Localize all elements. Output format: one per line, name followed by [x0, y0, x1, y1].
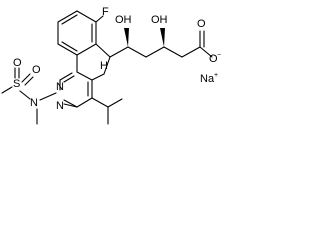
fluorine-atom: F	[102, 6, 109, 18]
bond-c2-to-carboxyl	[181, 46, 201, 58]
bond-sulfur-to-methyl	[1, 86, 13, 94]
hydroxyl-2: OH	[151, 14, 168, 26]
sodium-charge: +	[214, 72, 218, 79]
sulfonyl-oxygen-2: O	[32, 64, 41, 76]
bond-methylene-to-pyrimidine	[91, 73, 105, 81]
bond-ring-to-fluorine	[95, 15, 104, 23]
bond-c3-to-c2	[163, 46, 183, 58]
sulfonyl-oxygen-1: O	[13, 57, 22, 69]
bond-chiral-to-c5	[109, 46, 129, 58]
bond-isopropyl-methyl-1	[107, 98, 123, 108]
hydrogen-label: H	[100, 60, 108, 72]
carbonyl-oxygen: O	[197, 18, 206, 30]
molecule-structure-diagram: F H OH OH O O − Na + N N N S O	[1, 6, 221, 125]
ring-nitrogen-2: N	[56, 100, 64, 112]
hydroxyl-1: OH	[115, 14, 132, 26]
sodium-ion: Na	[200, 73, 215, 85]
double-bond-sulfonyl-2b	[24, 76, 34, 86]
bond-n2-to-c2	[63, 103, 78, 108]
bond-ring-to-amine	[39, 92, 57, 101]
bond-c5-to-c4	[127, 46, 147, 58]
sulfur-atom: S	[13, 78, 20, 90]
double-bond-sulfonyl-2a	[21, 73, 31, 83]
bond-c4-to-c3	[145, 46, 165, 58]
wedge-bond-hydroxyl-1	[124, 28, 129, 47]
bond-amine-to-sulfur	[19, 90, 31, 100]
ring-nitrogen-1: N	[56, 81, 64, 93]
pyrimidine-ring	[59, 71, 93, 108]
wedge-bond-hydroxyl-2	[160, 28, 165, 47]
carboxylate-charge: −	[217, 52, 221, 59]
amine-nitrogen: N	[30, 97, 38, 109]
bond-chiral-to-methylene	[103, 56, 111, 75]
bond-ring-to-chiral-carbon	[95, 43, 111, 58]
fluorobenzene-ring	[57, 10, 97, 56]
carboxylate-oxygen: O	[209, 53, 218, 65]
bond-ring-to-isopropyl	[91, 97, 109, 108]
bond-carboxyl-to-oxygen	[199, 46, 213, 58]
